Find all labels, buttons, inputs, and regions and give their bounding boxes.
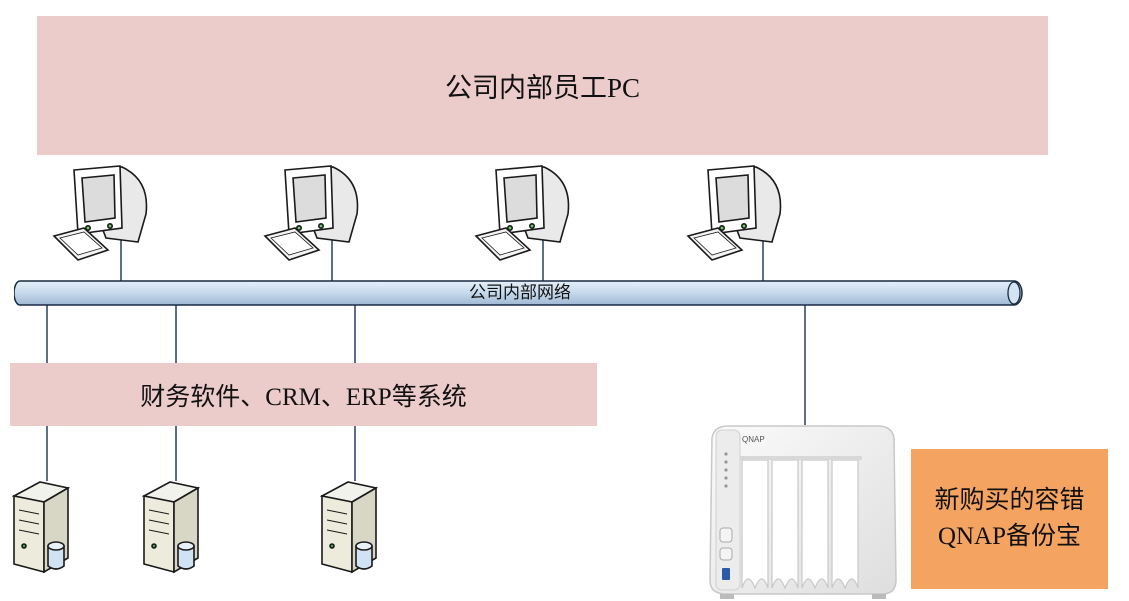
network-label: 公司内部网络 (469, 283, 571, 302)
desktop-pc-icon (474, 165, 570, 261)
software-systems-area: 财务软件、CRM、ERP等系统 (10, 363, 597, 426)
desktop-pc-icon (52, 165, 148, 261)
network-pipe (14, 280, 1023, 306)
nas-label-line1: 新购买的容错 (934, 486, 1085, 514)
connector-nas (804, 305, 806, 425)
connector-pc-4 (762, 238, 764, 283)
server-database-icon (11, 481, 71, 574)
connector-pc-3 (542, 238, 544, 283)
qnap-logo-text: QNAP (742, 435, 765, 444)
connector-server-3-top (354, 305, 356, 363)
nas-label-line2: QNAP备份宝 (937, 523, 1082, 550)
connector-pc-2 (331, 238, 333, 283)
connector-server-1 (46, 426, 48, 481)
employee-pc-label: 公司内部员工PC (444, 73, 641, 103)
desktop-pc-icon (263, 165, 359, 261)
nas-label-box: 新购买的容错 QNAP备份宝 (911, 449, 1108, 589)
connector-pc-1 (120, 238, 122, 283)
server-database-icon (141, 481, 201, 574)
qnap-nas-device-icon: QNAP (709, 425, 897, 599)
server-database-icon (319, 481, 379, 574)
software-systems-label: 财务软件、CRM、ERP等系统 (140, 383, 467, 411)
desktop-pc-icon (686, 165, 782, 261)
connector-server-2-top (175, 305, 177, 363)
connector-server-2 (175, 426, 177, 481)
connector-server-1-top (46, 305, 48, 363)
connector-server-3 (354, 426, 356, 481)
employee-pc-area: 公司内部员工PC (37, 16, 1048, 155)
